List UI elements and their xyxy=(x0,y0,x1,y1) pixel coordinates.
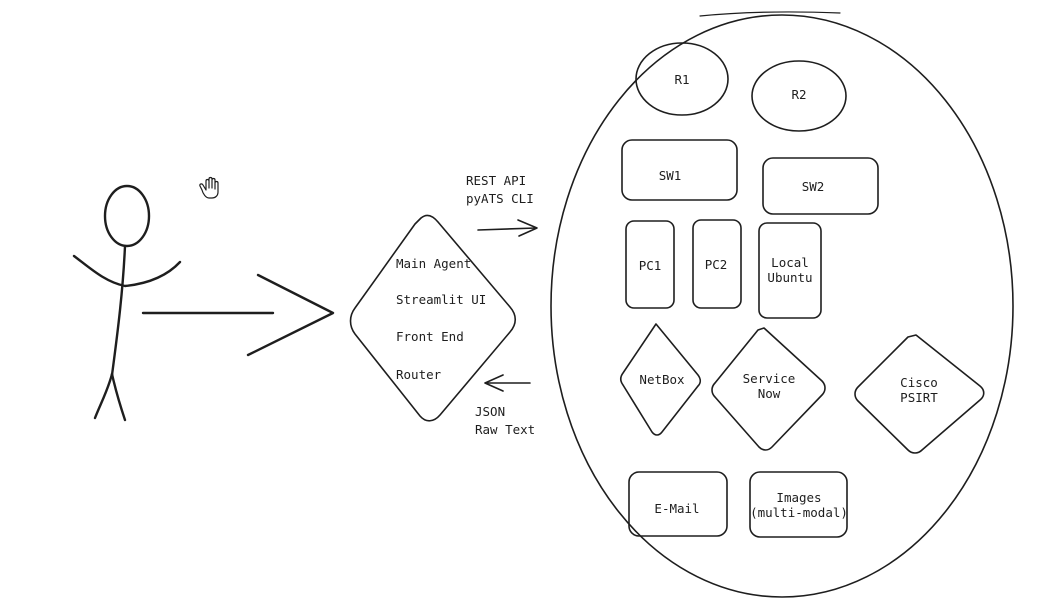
node-pc1[interactable] xyxy=(625,220,675,309)
node-cisco-psirt-label: Cisco PSIRT xyxy=(900,375,938,405)
router-diamond[interactable] xyxy=(349,214,517,422)
response-arrow xyxy=(484,374,531,392)
node-r2-label: R2 xyxy=(791,87,807,102)
router-line-streamlit-ui: Streamlit UI xyxy=(396,292,487,307)
node-pc2[interactable] xyxy=(692,219,742,309)
response-label-json: JSON xyxy=(475,404,506,419)
node-images-label: Images (multi-modal) xyxy=(750,490,848,520)
request-arrow xyxy=(477,219,538,237)
request-label-rest-api: REST API xyxy=(466,173,527,188)
user-stick-figure-icon xyxy=(72,184,182,422)
router-line-front-end: Front End xyxy=(396,329,464,344)
node-email[interactable] xyxy=(628,471,728,537)
node-netbox-label: NetBox xyxy=(639,372,685,387)
node-sw2[interactable] xyxy=(762,157,879,215)
request-label-pyats-cli: pyATS CLI xyxy=(466,191,534,206)
response-label-raw-text: Raw Text xyxy=(475,422,536,437)
node-sw1-label: SW1 xyxy=(658,168,682,183)
router-line-router: Router xyxy=(396,367,442,382)
node-local-ubuntu[interactable] xyxy=(758,222,822,319)
node-service-now-label: Service Now xyxy=(742,371,796,401)
node-r1-label: R1 xyxy=(674,72,690,87)
node-r1[interactable] xyxy=(635,42,729,116)
node-service-now[interactable] xyxy=(711,327,826,451)
node-images[interactable] xyxy=(749,471,848,538)
network-ellipse xyxy=(550,14,1014,598)
node-sw1[interactable] xyxy=(621,139,738,201)
node-sw2-label: SW2 xyxy=(801,179,825,194)
router-line-main-agent: Main Agent xyxy=(396,256,472,271)
node-r2[interactable] xyxy=(751,60,847,132)
node-local-ubuntu-label: Local Ubuntu xyxy=(767,255,813,285)
node-pc2-label: PC2 xyxy=(704,257,728,272)
hand-cursor-icon xyxy=(199,176,219,199)
node-email-label: E-Mail xyxy=(654,501,700,516)
user-to-router-arrow xyxy=(141,273,335,357)
node-pc1-label: PC1 xyxy=(638,258,662,273)
node-cisco-psirt[interactable] xyxy=(854,334,985,454)
node-netbox[interactable] xyxy=(619,323,702,436)
